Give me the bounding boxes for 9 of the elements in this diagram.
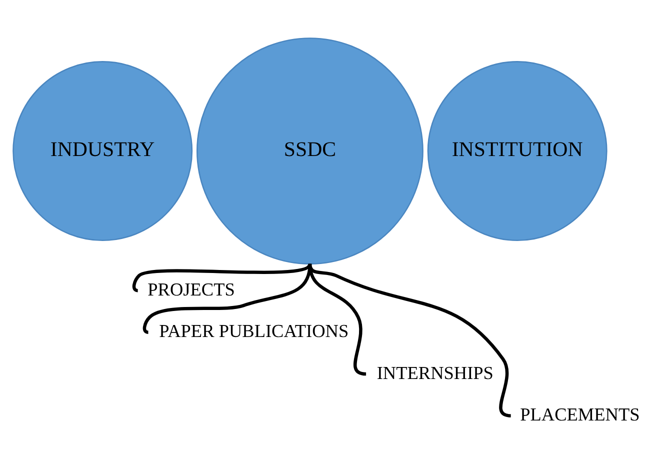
node-circle: INDUSTRY xyxy=(12,60,193,241)
node-text: PLACEMENTS xyxy=(520,404,640,424)
node-text: INTERNSHIPS xyxy=(376,362,494,382)
node-circle: SSDC xyxy=(196,37,424,264)
node-text: PAPER PUBLICATIONS xyxy=(159,320,349,341)
connector xyxy=(142,263,312,334)
node-text: PROJECTS xyxy=(148,278,235,299)
node-circle: INSTITUTION xyxy=(427,60,608,241)
connector xyxy=(132,262,312,292)
